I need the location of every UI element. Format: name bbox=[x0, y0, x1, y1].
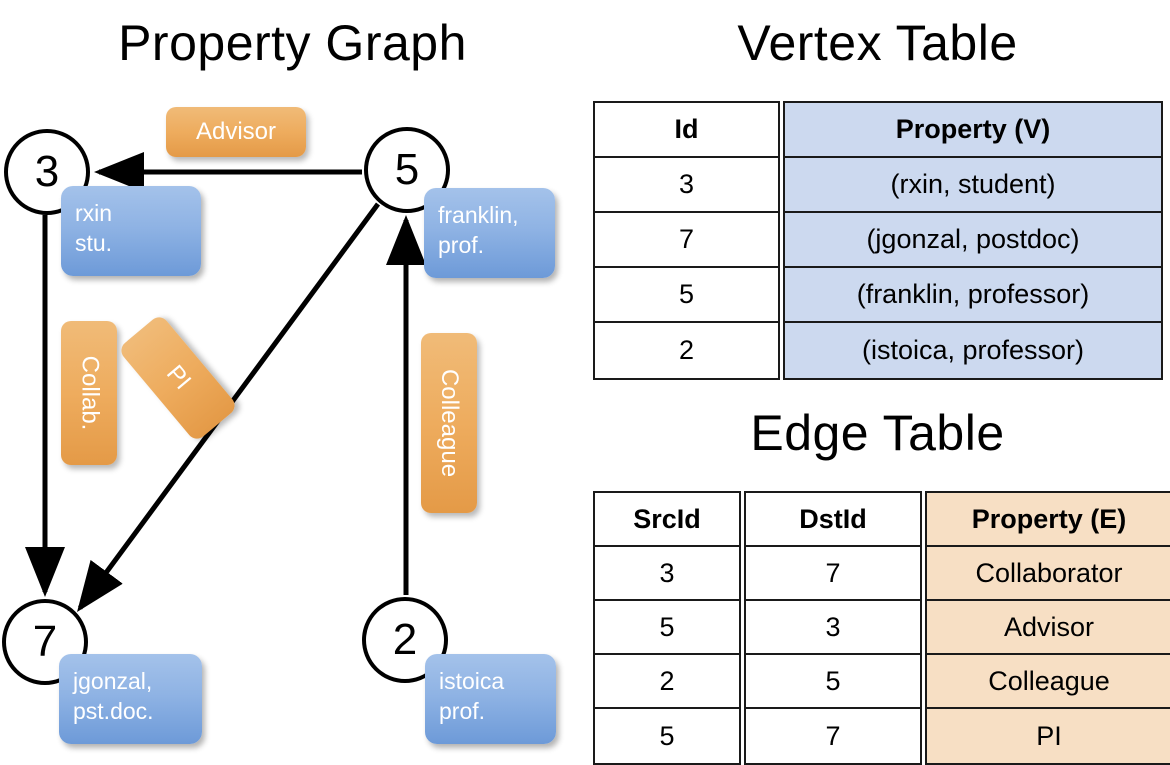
edge-table-header-property: Property (E) bbox=[927, 493, 1170, 547]
node-property-box-3: rxin stu. bbox=[61, 186, 201, 276]
table-cell: 7 bbox=[746, 547, 920, 601]
edge-table-column-srcid: SrcId 3 5 2 5 bbox=[593, 491, 741, 765]
page-title-edge-table: Edge Table bbox=[750, 405, 1005, 461]
graph-node-5[interactable]: 5 bbox=[364, 127, 450, 213]
table-cell: (istoica, professor) bbox=[861, 335, 1085, 365]
edge-table-column-property: Property (E) Collaborator Advisor Collea… bbox=[925, 491, 1170, 765]
table-cell: Advisor bbox=[927, 601, 1170, 655]
edge-table-column-dstid: DstId 7 3 5 7 bbox=[744, 491, 922, 765]
table-cell: 7 bbox=[825, 720, 841, 751]
edge-table-header-srcid: SrcId bbox=[595, 493, 739, 547]
table-cell: 2 bbox=[678, 335, 695, 365]
edge-label-collab-text: Collab. bbox=[76, 355, 103, 431]
table-cell: (rxin, student) bbox=[785, 158, 1161, 213]
property-graph-diagram: 3 5 7 2 rxin stu. franklin, prof. jgonza… bbox=[0, 0, 585, 760]
edge-label-colleague: Colleague bbox=[421, 333, 477, 513]
edge-label-advisor-text: Advisor bbox=[195, 118, 277, 145]
table-cell: Collaborator bbox=[927, 547, 1170, 601]
edge-label-colleague-text: Colleague bbox=[436, 368, 463, 478]
graph-node-2[interactable]: 2 bbox=[362, 597, 448, 683]
table-cell: 3 bbox=[746, 601, 920, 655]
vertex-table-column-property: Property (V) (rxin, student) (jgonzal, p… bbox=[783, 101, 1163, 380]
table-cell: 5 bbox=[595, 268, 778, 323]
table-cell: 2 bbox=[595, 655, 739, 709]
page-title-vertex-table: Vertex Table bbox=[737, 15, 1018, 71]
table-cell: 7 bbox=[595, 213, 778, 268]
table-cell: 3 bbox=[595, 158, 778, 213]
edge-label-collab: Collab. bbox=[61, 321, 117, 465]
edge-table: SrcId 3 5 2 5 DstId 7 3 5 7 Property (E)… bbox=[593, 491, 1170, 765]
node-property-box-2: istoica prof. bbox=[425, 654, 556, 744]
vertex-table-header-property: Property (V) bbox=[785, 103, 1161, 158]
edge-label-advisor: Advisor bbox=[166, 107, 306, 157]
table-cell: 5 bbox=[595, 601, 739, 655]
edge-table-header-dstid: DstId bbox=[746, 493, 920, 547]
vertex-table: Id 3 7 5 2 Property (V) (rxin, student) … bbox=[593, 101, 1163, 380]
table-cell: Colleague bbox=[927, 655, 1170, 709]
edge-label-pi-text: PI bbox=[160, 360, 197, 396]
vertex-table-column-id: Id 3 7 5 2 bbox=[593, 101, 780, 380]
page-title-property-graph: Property Graph bbox=[118, 15, 467, 71]
table-cell: PI bbox=[1036, 720, 1062, 751]
node-property-box-5: franklin, prof. bbox=[424, 188, 555, 278]
vertex-table-header-id: Id bbox=[595, 103, 778, 158]
table-cell: 5 bbox=[659, 720, 675, 751]
node-property-box-7: jgonzal, pst.doc. bbox=[59, 654, 202, 744]
table-cell: 3 bbox=[595, 547, 739, 601]
table-cell: 5 bbox=[746, 655, 920, 709]
table-cell: (franklin, professor) bbox=[785, 268, 1161, 323]
table-cell: (jgonzal, postdoc) bbox=[785, 213, 1161, 268]
